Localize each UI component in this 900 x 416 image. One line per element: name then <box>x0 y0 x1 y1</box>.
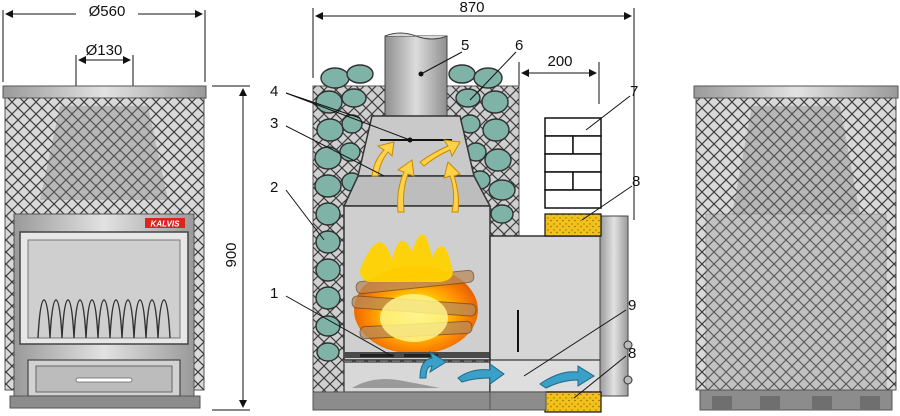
front-view: Ø560 Ø130 KALVIS <box>2 2 207 409</box>
callout-8-bottom: 8 <box>628 345 636 362</box>
callout-6: 6 <box>515 37 523 54</box>
brick-wall <box>544 117 602 209</box>
callout-7: 7 <box>630 83 638 100</box>
insulation-bottom <box>544 391 602 413</box>
dim-pipe-diameter: Ø130 <box>86 42 123 59</box>
callouts <box>285 51 633 399</box>
dim-wall-gap: 200 <box>547 53 572 70</box>
callout-9: 9 <box>628 297 636 314</box>
callout-3: 3 <box>270 115 278 132</box>
dim-overall-width: 870 <box>459 0 484 16</box>
brand-plate <box>145 218 185 228</box>
callout-2: 2 <box>270 179 278 196</box>
dim-body-diameter: Ø560 <box>89 3 126 20</box>
heater-stones <box>314 64 516 362</box>
svg-text:KALVIS: KALVIS <box>151 220 181 229</box>
insulation-top <box>544 213 602 237</box>
callout-4: 4 <box>270 83 278 100</box>
section-view: 870 200 <box>312 0 635 413</box>
callout-8-top: 8 <box>632 173 640 190</box>
callout-5: 5 <box>461 37 469 54</box>
dim-height: 900 <box>223 242 240 267</box>
height-dimension: 900 <box>212 85 250 411</box>
back-view <box>693 85 899 411</box>
cold-air-arrow-icon <box>419 350 595 389</box>
callout-numbers: 4 3 2 1 5 6 7 8 9 8 <box>270 37 640 362</box>
callout-1: 1 <box>270 285 278 302</box>
hot-air-arrow-icon <box>371 139 461 213</box>
